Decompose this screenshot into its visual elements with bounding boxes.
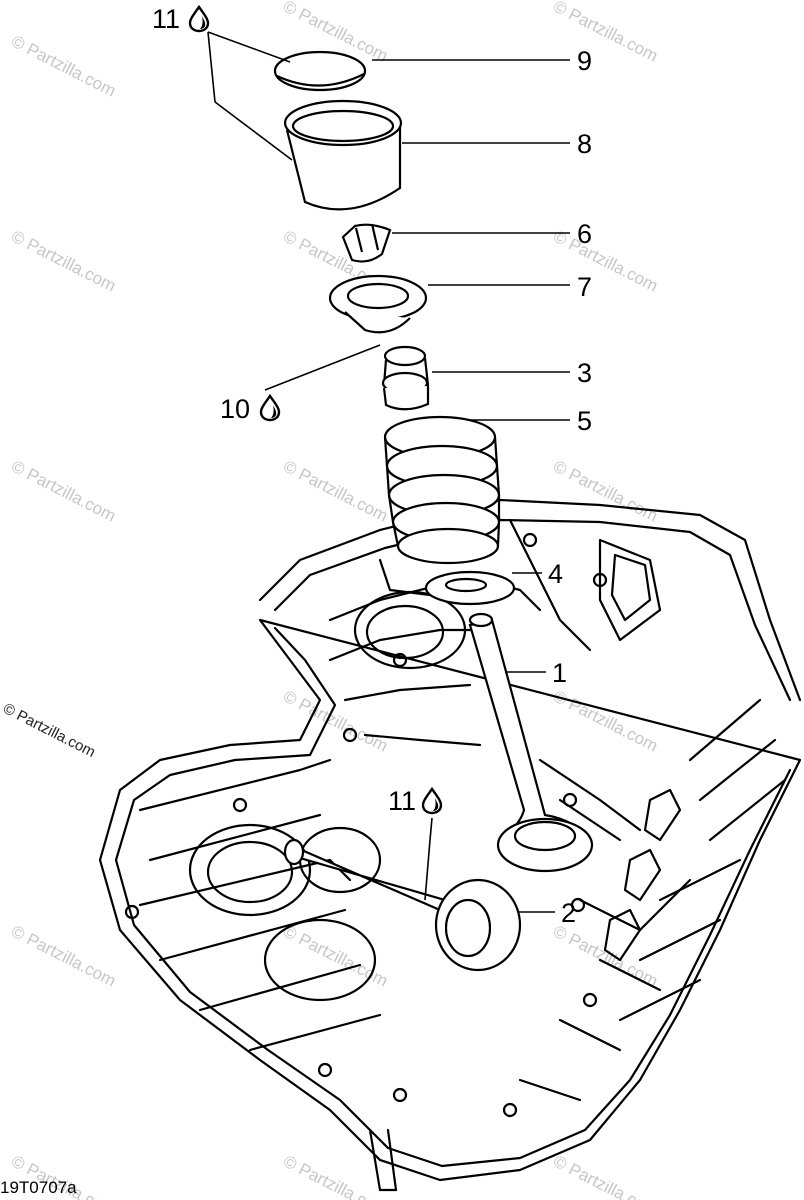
cylinder-head bbox=[98, 498, 802, 1192]
oil-drop-icon bbox=[259, 393, 281, 422]
watermark: © Partzilla.com bbox=[550, 687, 661, 756]
callout-7: 7 bbox=[577, 272, 592, 302]
watermark: © Partzilla.com bbox=[8, 32, 119, 101]
valve-1 bbox=[468, 612, 594, 873]
callout-10: 10 bbox=[220, 394, 250, 424]
diagram-part-number: 19T0707a bbox=[0, 1178, 77, 1197]
watermark: © Partzilla.com bbox=[8, 922, 119, 991]
callout-8: 8 bbox=[577, 129, 592, 159]
watermark: © Partzilla.com bbox=[280, 687, 391, 756]
callout-5: 5 bbox=[577, 406, 592, 436]
spring-seat-4 bbox=[424, 570, 516, 606]
watermark: © Partzilla.com bbox=[8, 227, 119, 296]
watermark: © Partzilla.com bbox=[550, 457, 661, 526]
oil-drop-fills bbox=[200, 16, 439, 811]
watermark: © Partzilla.com bbox=[8, 457, 119, 526]
oil-drop-icon bbox=[188, 4, 210, 33]
callout-11-mid: 11 bbox=[388, 786, 416, 816]
retainer-7 bbox=[328, 274, 428, 334]
callout-9: 9 bbox=[577, 46, 592, 76]
callout-2: 2 bbox=[561, 898, 576, 928]
callout-11-top: 11 bbox=[152, 4, 180, 34]
callouts: 9 8 6 7 3 5 4 1 2 11 10 11 bbox=[152, 4, 592, 928]
watermark: © Partzilla.com bbox=[280, 457, 391, 526]
callout-1: 1 bbox=[552, 658, 567, 688]
valve-2 bbox=[283, 838, 522, 972]
watermark: © Partzilla.com bbox=[550, 1152, 661, 1200]
stem-seal-3 bbox=[381, 345, 430, 411]
oil-drop-icon bbox=[421, 786, 443, 815]
callout-6: 6 bbox=[577, 219, 592, 249]
shim-9 bbox=[273, 50, 367, 92]
callout-4: 4 bbox=[548, 559, 563, 589]
callout-3: 3 bbox=[577, 358, 592, 388]
watermark: © Partzilla.com bbox=[550, 0, 661, 66]
leader-lines bbox=[207, 31, 570, 913]
watermark: © Partzilla.com bbox=[550, 922, 661, 991]
valve-spring-5 bbox=[383, 415, 501, 565]
collet-6 bbox=[341, 223, 392, 263]
tappet-8 bbox=[283, 99, 403, 211]
